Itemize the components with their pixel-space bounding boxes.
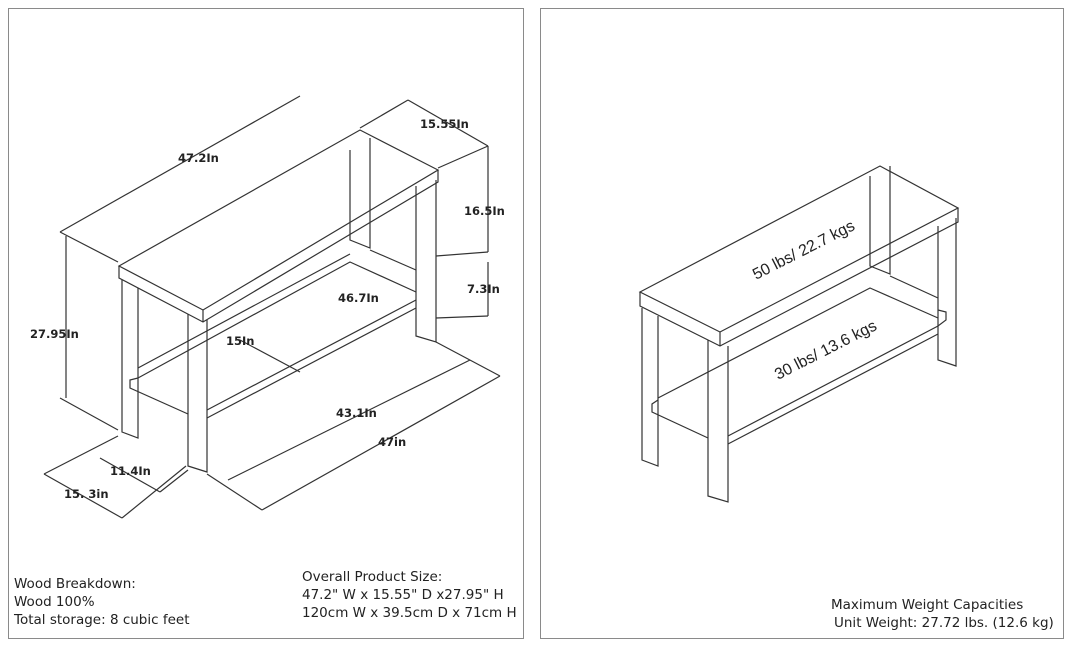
dim-base-depth: 15. 3in bbox=[64, 487, 109, 501]
dim-base-width: 47in bbox=[378, 435, 406, 449]
weight-info: Maximum Weight Capacities Unit Weight: 2… bbox=[831, 596, 1054, 632]
dimensions-panel bbox=[8, 8, 524, 639]
dim-depth-top: 15.55In bbox=[420, 117, 469, 131]
unit-weight: Unit Weight: 27.72 lbs. (12.6 kg) bbox=[834, 615, 1054, 631]
size-imperial: 47.2" W x 15.55" D x27.95" H bbox=[302, 587, 504, 603]
console-table-weights bbox=[638, 165, 960, 503]
size-metric: 120cm W x 39.5cm D x 71cm H bbox=[302, 605, 517, 621]
console-table-dimensioned bbox=[43, 95, 501, 519]
weight-capacities-title: Maximum Weight Capacities bbox=[831, 597, 1024, 613]
dim-upper-clearance: 16.5In bbox=[464, 204, 505, 218]
wood-composition: Wood 100% bbox=[14, 594, 95, 610]
dim-width-top: 47.2In bbox=[178, 151, 219, 165]
dim-shelf-height: 7.3In bbox=[467, 282, 500, 296]
dim-total-height: 27.95In bbox=[30, 327, 79, 341]
overall-size-title: Overall Product Size: bbox=[302, 569, 443, 585]
dim-inner-width: 43.1In bbox=[336, 406, 377, 420]
dim-shelf-width: 46.7In bbox=[338, 291, 379, 305]
dimension-labels: 47.2In 15.55In 16.5In 7.3In 27.95In 46.7… bbox=[30, 117, 505, 501]
total-storage: Total storage: 8 cubic feet bbox=[14, 612, 190, 628]
overall-size: Overall Product Size: 47.2" W x 15.55" D… bbox=[302, 568, 517, 622]
wood-breakdown: Wood Breakdown: Wood 100% Total storage:… bbox=[14, 575, 190, 629]
wood-breakdown-title: Wood Breakdown: bbox=[14, 576, 136, 592]
dim-shelf-depth: 15In bbox=[226, 334, 254, 348]
dim-inner-depth: 11.4In bbox=[110, 464, 151, 478]
